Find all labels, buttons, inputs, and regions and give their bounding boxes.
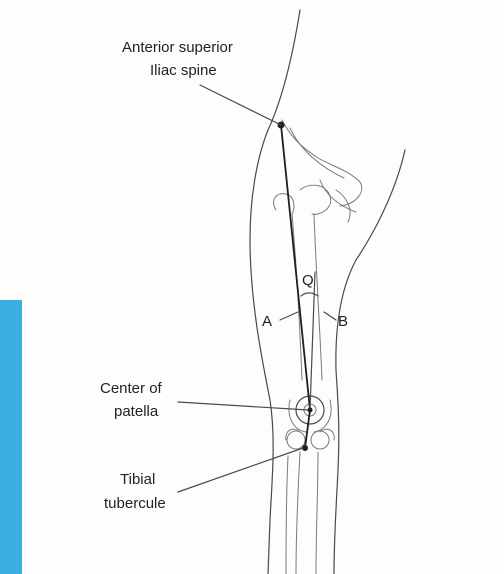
q-angle-arc [301, 293, 318, 296]
tibial-head-left [287, 431, 305, 449]
patella-leader [178, 402, 308, 410]
asis-label-line1: Anterior superior [122, 39, 233, 56]
femur-medial [314, 214, 322, 380]
a-leader [280, 312, 298, 320]
femur-lateral [292, 214, 302, 380]
patella-label-line1: Center of [100, 380, 163, 397]
greater-trochanter [274, 194, 294, 214]
tibia-medial [316, 452, 318, 574]
tibia-lateral [296, 452, 300, 574]
patella-label-line2: patella [114, 403, 159, 420]
leg-outline-right [334, 150, 405, 574]
asis-label-line2: Iliac spine [150, 62, 217, 79]
leg-outline-left [250, 10, 300, 574]
b-leader [324, 312, 336, 320]
q-label: Q [302, 272, 314, 289]
fibula [286, 456, 288, 574]
b-label: B [338, 313, 348, 330]
a-label: A [262, 313, 272, 330]
tibial-head-right [311, 431, 329, 449]
pelvis-outline [282, 120, 362, 206]
asis-leader [200, 85, 281, 125]
tubercle-leader [178, 448, 303, 492]
pelvis-detail [290, 128, 356, 222]
tibial-label-line2: tubercule [104, 495, 166, 512]
tibial-label-line1: Tibial [120, 471, 155, 488]
asis-to-patella-line [281, 125, 310, 410]
femoral-head [300, 185, 331, 214]
